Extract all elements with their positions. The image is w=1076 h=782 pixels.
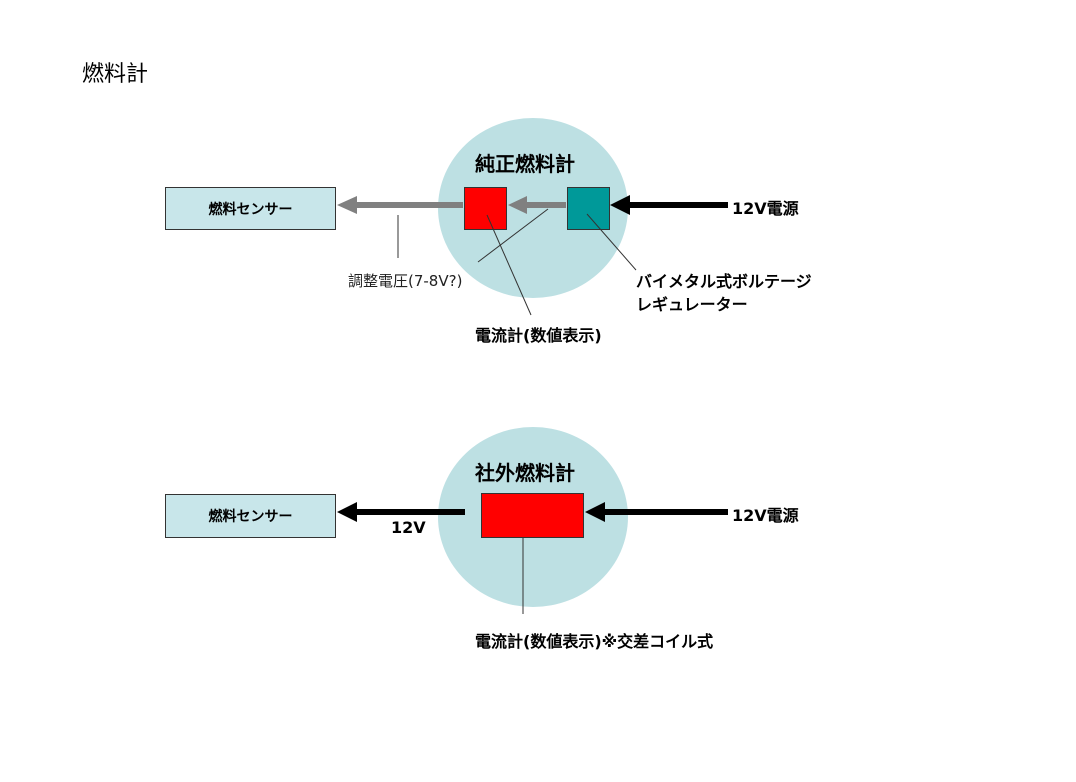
page-title: 燃料計 (82, 62, 149, 87)
arrow-ammeter-to-sensor-bottom (337, 502, 465, 522)
arrow-power-top (610, 195, 728, 215)
power-label-bottom: 12V電源 (732, 506, 799, 525)
voltage-label-bottom: 12V (391, 518, 426, 537)
fuel-sensor-box-top: 燃料センサー (165, 187, 336, 230)
voltage-regulator (567, 187, 610, 230)
arrow-power-bottom (585, 502, 728, 522)
fuel-sensor-label-top: 燃料センサー (208, 201, 293, 218)
arrow-regulator-to-ammeter (508, 196, 566, 214)
leader-ammeter-top (486, 214, 532, 316)
fuel-sensor-box-bottom: 燃料センサー (165, 494, 336, 538)
regulator-label-line2: レギュレーター (636, 295, 748, 314)
fuel-sensor-label-bottom: 燃料センサー (208, 509, 293, 525)
ammeter-label-top: 電流計(数値表示) (475, 326, 602, 345)
ammeter-top (464, 187, 507, 230)
oem-gauge-label: 純正燃料計 (475, 152, 575, 176)
aftermarket-gauge-label: 社外燃料計 (475, 461, 575, 485)
regulator-label-line1: バイメタル式ボルテージ (636, 272, 812, 291)
power-label-top: 12V電源 (732, 199, 799, 218)
arrow-ammeter-to-sensor-top (337, 196, 463, 214)
ammeter-label-bottom: 電流計(数値表示)※交差コイル式 (475, 632, 714, 651)
leader-regulator (586, 213, 637, 271)
ammeter-bottom (481, 493, 584, 538)
voltage-label-top: 調整電圧(7-8V?) (348, 272, 463, 290)
leader-voltage-diag (477, 208, 549, 263)
